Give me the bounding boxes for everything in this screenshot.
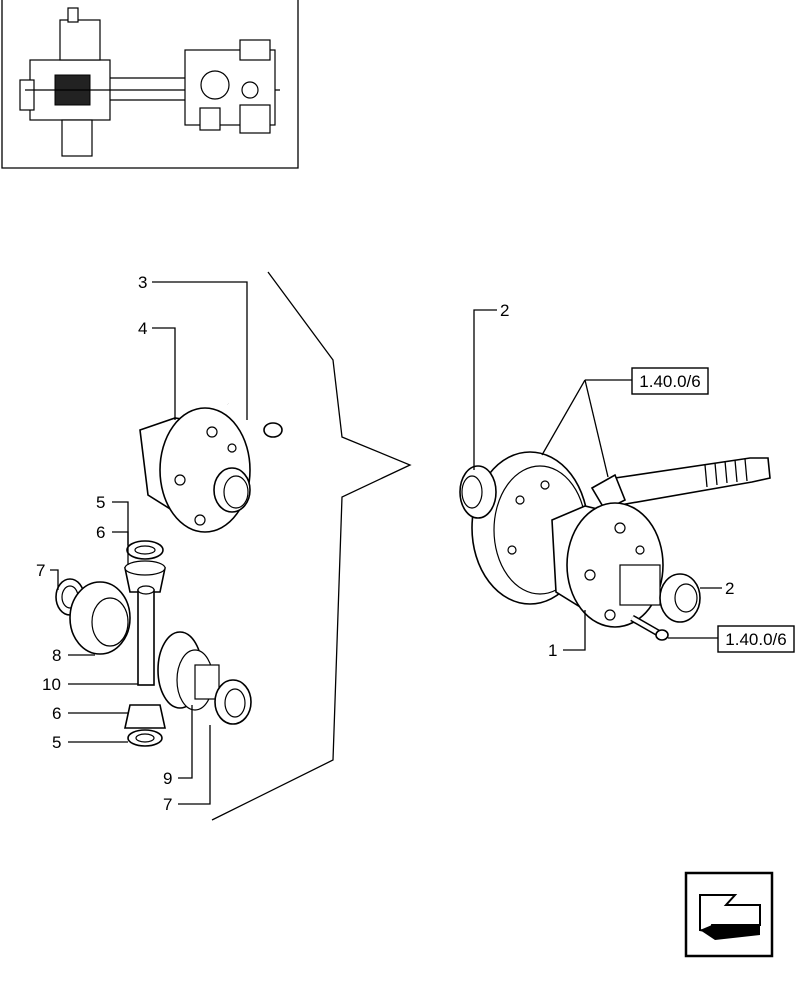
callout-2-upper: 2 <box>500 301 509 320</box>
callout-8: 8 <box>52 646 61 665</box>
callout-labels: 3 4 5 6 7 8 10 6 5 9 7 2 2 1 <box>36 273 734 814</box>
part-side-gear-left <box>69 581 131 655</box>
callout-5-lower: 5 <box>52 733 61 752</box>
callout-6-lower: 6 <box>52 704 61 723</box>
callout-6-upper: 6 <box>96 523 105 542</box>
part-bolt <box>226 401 283 438</box>
part-bearing-2-right <box>659 573 701 623</box>
part-cross-shaft <box>137 585 155 686</box>
leader-lines <box>50 281 722 805</box>
callout-5-upper: 5 <box>96 493 105 512</box>
callout-10: 10 <box>42 675 61 694</box>
part-bearing-2-left <box>459 465 497 519</box>
next-page-arrow-icon <box>699 894 761 940</box>
reference-lower-text: 1.40.0/6 <box>725 630 786 649</box>
reference-box-upper[interactable]: 1.40.0/6 <box>631 367 709 395</box>
part-bolt-right <box>630 614 669 641</box>
callout-1: 1 <box>548 641 557 660</box>
part-pinion-shaft <box>590 457 771 512</box>
part-bearing-right <box>214 679 252 725</box>
callout-3: 3 <box>138 273 147 292</box>
next-page-button[interactable] <box>684 871 774 958</box>
part-pinion-upper <box>124 540 166 593</box>
exploded-group-bracket <box>211 271 412 821</box>
reference-box-lower[interactable]: 1.40.0/6 <box>717 625 795 653</box>
part-differential-assembly <box>551 502 664 628</box>
callout-7-left: 7 <box>36 561 45 580</box>
callout-4: 4 <box>138 319 147 338</box>
part-side-gear-right <box>157 631 220 711</box>
reference-upper-text: 1.40.0/6 <box>639 372 700 391</box>
callout-7-right: 7 <box>163 795 172 814</box>
callout-2-right: 2 <box>725 579 734 598</box>
axle-overview-inset <box>1 0 299 169</box>
part-differential-case <box>139 407 251 533</box>
callout-9: 9 <box>163 769 172 788</box>
part-pinion-lower <box>124 704 166 747</box>
